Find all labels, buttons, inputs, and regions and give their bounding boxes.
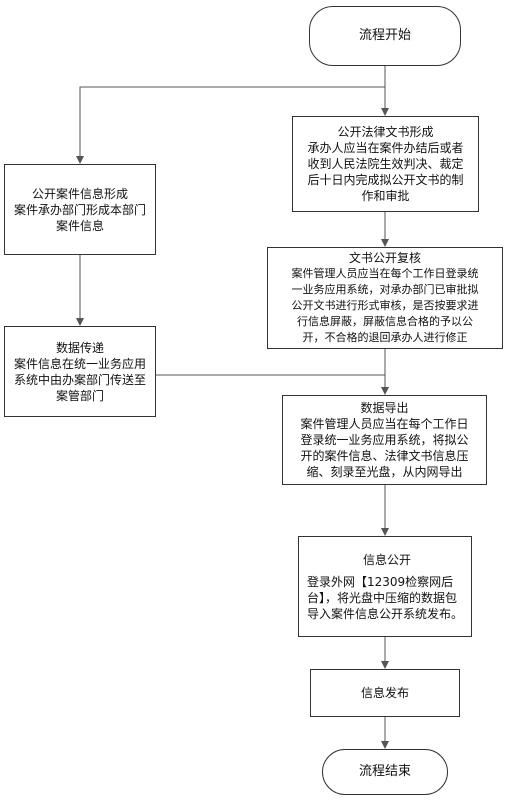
export-line: 开的案件信息、法律文书信息压	[300, 449, 469, 463]
publish-info-line: 登录外网【12309检察网后	[307, 574, 454, 589]
export-line: 案件管理人员应当在每个工作日	[300, 417, 469, 431]
legal-doc-line: 作和审批	[361, 189, 410, 203]
publish-info-line: 导入案件信息公开系统发布。	[307, 606, 464, 621]
arrow-start-to-case-info	[76, 86, 385, 164]
transfer-node: 数据传递 案件信息在统一业务应用 系统中由办案部门传送至 案管部门	[4, 326, 156, 417]
legal-doc-line: 承办人应当在案件办结后或者	[307, 141, 464, 155]
publish-info-line: 台】，将光盘中压缩的数据包	[307, 590, 458, 605]
review-node: 文书公开复核 案件管理人员应当在每个工作日登录统 一业务应用系统，对承办部门已审…	[267, 247, 503, 349]
start-label: 流程开始	[358, 28, 411, 43]
legal-doc-line: 后十日内完成拟公开文书的制	[307, 173, 464, 187]
publish-info-title: 信息公开	[362, 552, 411, 567]
publish-info-node: 信息公开 登录外网【12309检察网后 台】，将光盘中压缩的数据包 导入案件信息…	[298, 536, 472, 637]
case-info-line: 案件信息	[55, 218, 104, 233]
start-node: 流程开始	[309, 6, 461, 66]
export-line: 登录统一业务应用系统，将拟公	[300, 433, 469, 447]
review-line: 案件管理人员应当在每个工作日登录统	[291, 267, 479, 280]
review-line: 开，不合格的退回承办人进行修正	[302, 331, 468, 344]
review-line: 公开文书进行形式审核，是否按要求进	[291, 299, 479, 312]
legal-doc-line: 收到人民法院生效判决、裁定	[307, 157, 464, 171]
transfer-line: 案管部门	[55, 388, 104, 403]
transfer-line: 系统中由办案部门传送至	[13, 372, 146, 387]
case-info-line: 案件承办部门形成本部门	[13, 202, 146, 217]
release-node: 信息发布	[310, 669, 460, 717]
legal-doc-node: 公开法律文书形成 承办人应当在案件办结后或者 收到人民法院生效判决、裁定 后十日…	[292, 116, 479, 212]
export-title: 数据导出	[360, 401, 409, 415]
end-label: 流程结束	[358, 764, 411, 779]
transfer-title: 数据传递	[55, 340, 104, 355]
release-label: 信息发布	[360, 686, 409, 700]
end-node: 流程结束	[322, 749, 448, 795]
review-title: 文书公开复核	[348, 251, 421, 265]
legal-doc-title: 公开法律文书形成	[337, 125, 434, 139]
review-line: 行信息屏蔽，屏蔽信息合格的予以公	[297, 315, 473, 328]
export-node: 数据导出 案件管理人员应当在每个工作日 登录统一业务应用系统，将拟公 开的案件信…	[282, 395, 487, 485]
transfer-line: 案件信息在统一业务应用	[13, 356, 146, 371]
review-line: 一业务应用系统，对承办部门已审批拟	[291, 283, 479, 296]
case-info-title: 公开案件信息形成	[31, 186, 128, 201]
case-info-node: 公开案件信息形成 案件承办部门形成本部门 案件信息	[4, 164, 156, 255]
export-line: 缩、刻录至光盘，从内网导出	[306, 465, 463, 479]
